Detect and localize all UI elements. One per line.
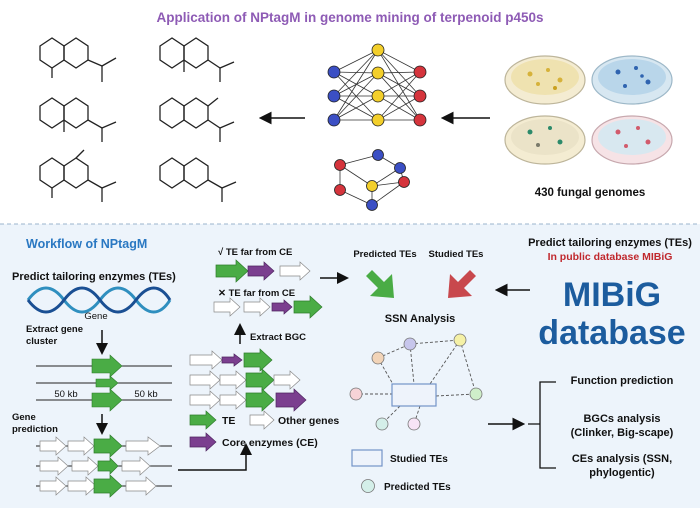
studied-tes-label: Studied TEs <box>429 249 484 260</box>
gene-prediction-label-2: prediction <box>12 424 58 435</box>
te-far-label: √ TE far from CE <box>218 247 292 258</box>
extract-bgc-label: Extract BGC <box>250 332 306 343</box>
molecule-structure-icon <box>39 37 237 202</box>
cluster-tracks <box>36 354 172 412</box>
te-not-far-row <box>213 295 323 319</box>
connector-to-bgc <box>178 443 252 471</box>
workflow-title: Workflow of NPtagM <box>26 237 147 251</box>
gene-legend <box>189 410 275 452</box>
extract-cluster-label-2: cluster <box>26 336 57 347</box>
te-not-far-label: ✕ TE far from CE <box>218 288 295 299</box>
outcome-function: Function prediction <box>571 375 674 387</box>
genomes-label: 430 fungal genomes <box>535 187 646 199</box>
bgc-rows <box>189 348 307 412</box>
gene-label: Gene <box>84 311 107 322</box>
te-far-row <box>215 259 311 283</box>
legend-te: TE <box>222 415 235 427</box>
ssn-analysis-title: SSN Analysis <box>385 313 456 325</box>
predict-heading-left: Predict tailoring enzymes (TEs) <box>12 271 176 283</box>
legend-other-genes: Other genes <box>278 415 339 427</box>
legend-predicted-swatch <box>361 479 375 493</box>
mibig-subheading: In public database MIBiG <box>548 251 673 263</box>
top-title: Application of NPtagM in genome mining o… <box>156 10 543 25</box>
legend-studied-swatch <box>351 449 383 467</box>
mibig-heading: Predict tailoring enzymes (TEs) <box>528 237 692 249</box>
legend-studied-tes: Studied TEs <box>390 454 448 465</box>
extract-cluster-label-1: Extract gene <box>26 324 83 335</box>
mibig-logo-line1: MIBiG <box>563 276 661 314</box>
predicted-arrow-icon <box>366 270 394 298</box>
outcome-ce-2: phylogentic) <box>589 467 655 479</box>
gene-prediction-rows <box>36 434 172 498</box>
studied-arrow-icon <box>448 270 476 298</box>
gene-arrow-icon <box>189 410 217 430</box>
kb-right-label: 50 kb <box>134 389 157 400</box>
outcome-bgc-1: BGCs analysis <box>583 413 660 425</box>
ssn-network <box>349 333 483 431</box>
gene-prediction-label-1: Gene <box>12 412 36 423</box>
outcome-bgc-2: (Clinker, Big-scape) <box>571 427 674 439</box>
petri-dish-icon <box>504 55 673 165</box>
legend-predicted-tes: Predicted TEs <box>384 482 451 493</box>
kb-left-label: 50 kb <box>54 389 77 400</box>
legend-core-enzymes: Core enzymes (CE) <box>222 437 318 449</box>
mibig-logo-line2: database <box>538 314 685 352</box>
predicted-tes-label: Predicted TEs <box>353 249 416 260</box>
outcome-bracket <box>528 381 556 469</box>
outcome-ce-1: CEs analysis (SSN, <box>572 453 672 465</box>
neural-network-icon <box>327 43 427 211</box>
dna-helix-icon <box>26 286 172 314</box>
